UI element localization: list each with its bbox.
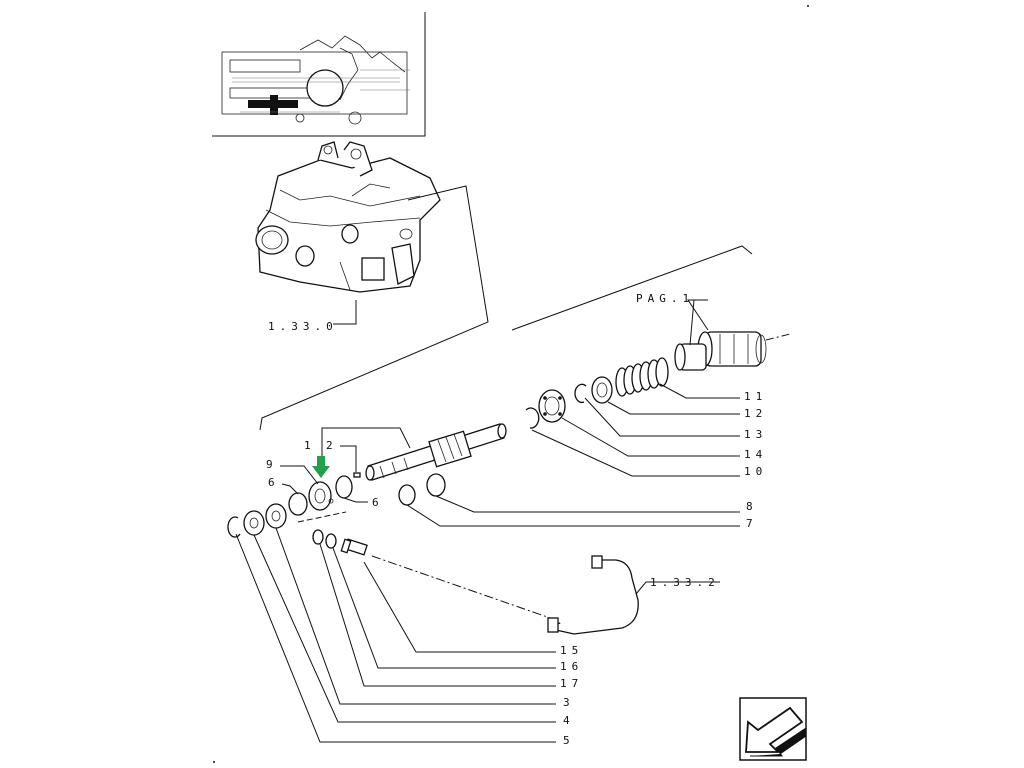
back-arrow-icon [745,706,807,757]
washer-4 [243,510,265,536]
callout-12[interactable]: 12 [744,407,767,420]
callout-16[interactable]: 16 [560,660,583,673]
callout-6-left[interactable]: 6 [268,476,280,489]
overview-housing-drawing [221,35,410,125]
o-ring-7 [398,484,416,506]
overview-inset [212,12,426,137]
callout-4[interactable]: 4 [563,714,575,727]
o-ring-17 [312,529,324,545]
callout-11[interactable]: 11 [744,390,767,403]
page-ref-label[interactable]: PAG.1 [636,292,694,305]
o-ring-16 [325,533,337,549]
overview-ref-label[interactable]: 1.33.0 [268,320,338,333]
pin-2 [353,472,361,478]
callout-7[interactable]: 7 [746,517,758,530]
callout-6-right[interactable]: 6 [372,496,384,509]
circlip-10 [525,407,540,429]
callout-5[interactable]: 5 [563,734,575,747]
callout-3[interactable]: 3 [563,696,575,709]
circlip-5 [227,516,241,538]
spool-piston-14 [538,389,566,423]
callout-8[interactable]: 8 [746,500,758,513]
callout-1[interactable]: 1 [304,439,316,452]
pipe-ref-label[interactable]: 1.33.2 [650,576,720,589]
spring [615,357,669,397]
circlip-13 [574,383,587,404]
pipe-assembly [547,555,639,635]
callout-2[interactable]: 2 [326,439,338,452]
callout-10[interactable]: 10 [744,465,767,478]
callout-14[interactable]: 14 [744,448,767,461]
valve-sleeve-assembly [674,331,791,371]
callout-15[interactable]: 15 [560,644,583,657]
back-navigation-button[interactable] [739,697,807,761]
fitting-15 [340,538,368,556]
sleeve-9 [308,481,334,511]
washer-3 [265,503,287,529]
callout-9[interactable]: 9 [266,458,278,471]
highlight-arrow-icon [312,456,330,478]
washer-12 [591,376,613,404]
ring-6-left [288,492,308,516]
ring-6-right [335,475,353,499]
main-shaft [365,423,507,481]
callout-13[interactable]: 13 [744,428,767,441]
housing-assembly-drawing [255,141,441,293]
callout-17[interactable]: 17 [560,677,583,690]
o-ring-8 [426,473,446,497]
